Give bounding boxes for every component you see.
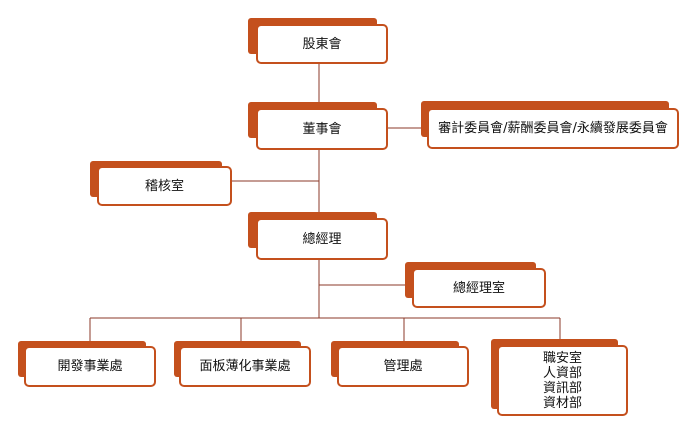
node-board: 董事會 xyxy=(248,102,388,150)
node-box: 總經理室 xyxy=(412,268,546,308)
node-mgmt: 管理處 xyxy=(331,341,469,387)
node-label: 面板薄化事業處 xyxy=(199,359,291,374)
node-box: 職安室 人資部 資訊部 資材部 xyxy=(497,345,628,416)
node-committees: 審計委員會/薪酬委員會/永續發展委員會 xyxy=(421,101,679,149)
node-gm-office: 總經理室 xyxy=(405,262,546,308)
node-box: 總經理 xyxy=(256,218,388,260)
node-label-line: 資材部 xyxy=(542,395,582,411)
node-label: 總經理 xyxy=(302,231,342,247)
node-label: 股東會 xyxy=(302,36,342,52)
node-dev: 開發事業處 xyxy=(18,341,156,387)
node-box: 面板薄化事業處 xyxy=(179,346,311,387)
node-box: 審計委員會/薪酬委員會/永續發展委員會 xyxy=(427,108,679,149)
node-label: 稽核室 xyxy=(144,178,184,194)
node-box: 開發事業處 xyxy=(24,346,156,387)
node-box: 稽核室 xyxy=(97,166,232,206)
node-shareholders: 股東會 xyxy=(248,18,388,66)
node-support: 職安室 人資部 資訊部 資材部 xyxy=(491,339,628,416)
node-audit: 稽核室 xyxy=(90,161,232,206)
node-panel: 面板薄化事業處 xyxy=(174,341,311,387)
node-label-line: 職安室 xyxy=(542,350,582,366)
node-label: 審計委員會/薪酬委員會/永續發展委員會 xyxy=(438,121,668,136)
node-label-line: 資訊部 xyxy=(542,380,582,396)
node-gm: 總經理 xyxy=(248,212,388,260)
node-label: 總經理室 xyxy=(452,280,505,296)
node-box: 董事會 xyxy=(256,108,388,150)
node-label-line: 人資部 xyxy=(542,365,582,381)
node-box: 股東會 xyxy=(256,24,388,64)
node-label: 管理處 xyxy=(383,359,423,374)
node-box: 管理處 xyxy=(337,346,469,387)
node-label: 開發事業處 xyxy=(57,359,123,374)
node-label: 董事會 xyxy=(302,121,342,137)
